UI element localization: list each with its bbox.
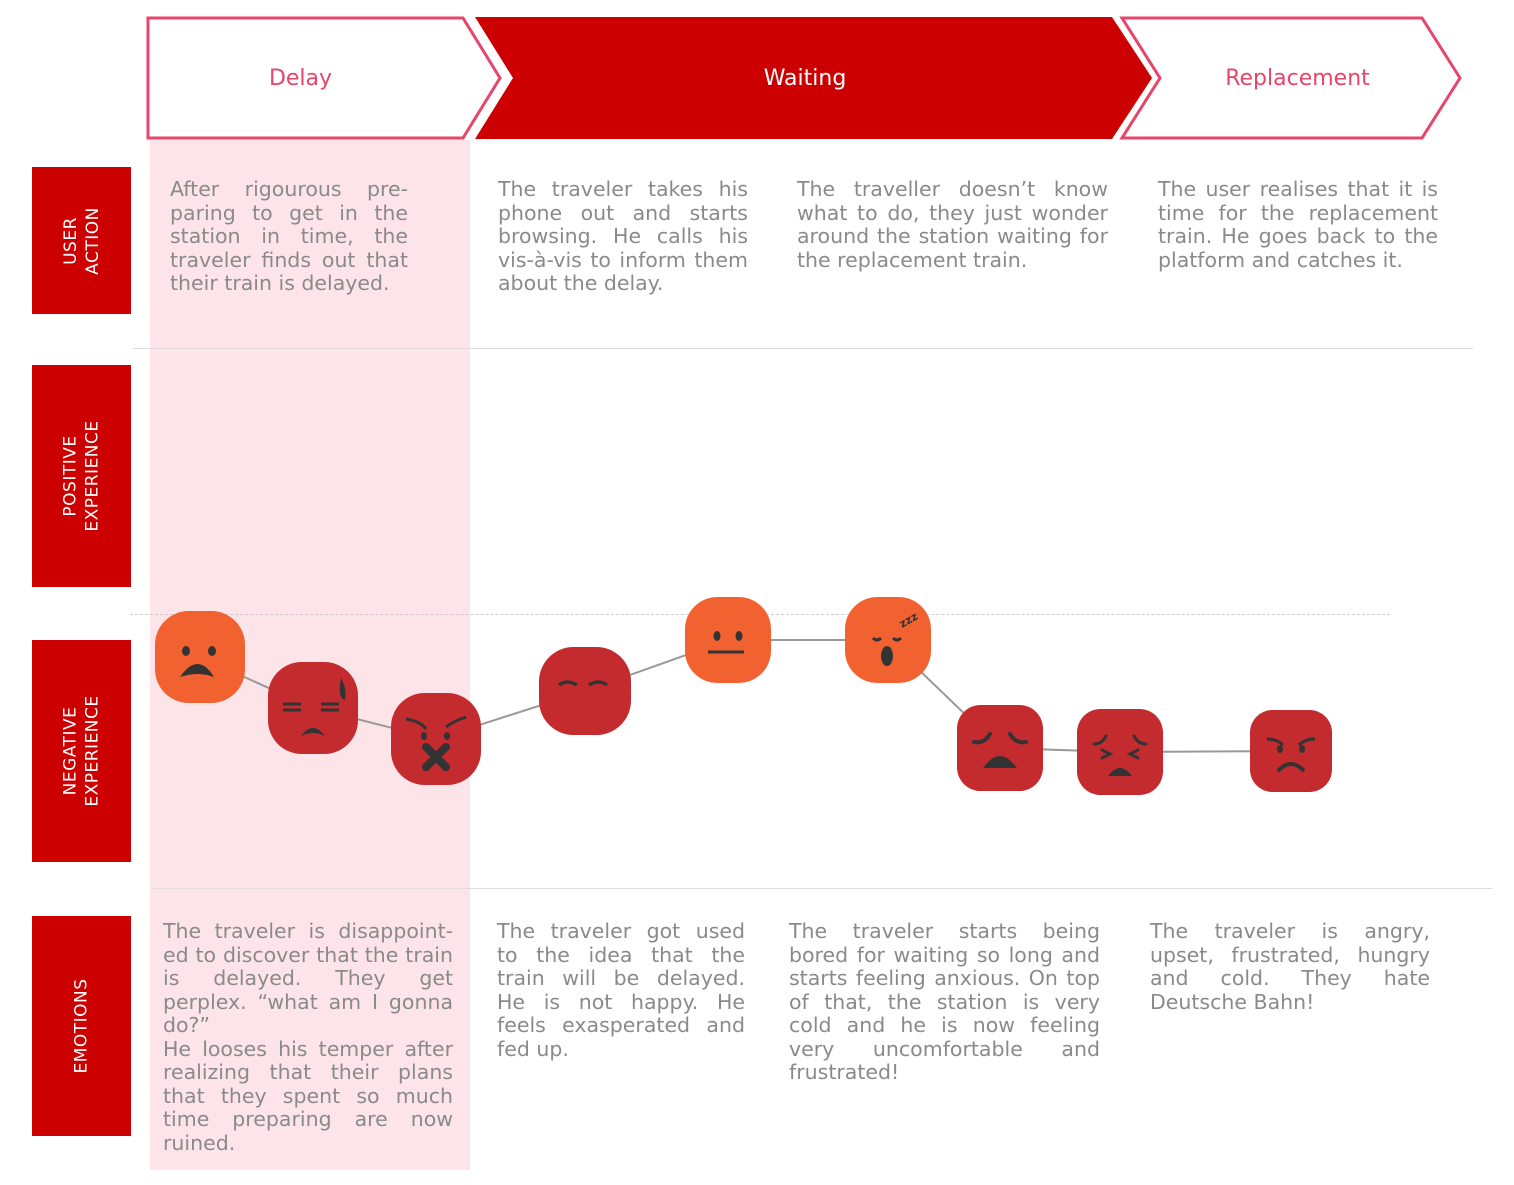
emotion-waiting-2: The traveler starts being bored for wait… xyxy=(789,919,1100,1084)
sleepy-face-icon: zzz xyxy=(845,597,931,683)
divider xyxy=(133,348,1473,349)
phase-arrow-waiting xyxy=(475,17,1152,139)
phase-replacement: Replacement xyxy=(1225,65,1370,91)
user-action-waiting-1: The traveler takes his phone out and sta… xyxy=(498,177,748,295)
phase-delay: Delay xyxy=(268,65,333,91)
row-label-user-action: USER ACTION xyxy=(32,167,131,314)
emotion-waiting-1: The traveler got used to the idea that t… xyxy=(497,919,745,1061)
persevering-face-icon xyxy=(1077,709,1163,795)
user-action-delay: After rigourous pre-paring to get in the… xyxy=(170,177,408,295)
user-action-waiting-2: The traveller doesn’t know what to do, t… xyxy=(797,177,1108,272)
fearful-face-icon xyxy=(155,611,245,703)
row-label-text: EMOTIONS xyxy=(71,978,92,1074)
user-action-replacement: The user realises that it is time for th… xyxy=(1158,177,1438,272)
phase-arrows xyxy=(146,16,1462,140)
weary-face-icon xyxy=(957,705,1043,791)
emotion-replacement: The traveler is angry, upset, frustrated… xyxy=(1150,919,1430,1014)
phase-arrow-replacement xyxy=(1119,16,1462,140)
emotion-curve: zzz xyxy=(155,597,1332,795)
row-label-positive: POSITIVE EXPERIENCE xyxy=(32,365,131,587)
phase-waiting: Waiting xyxy=(763,65,847,91)
unamused-face-icon xyxy=(539,647,631,735)
angry-face-icon xyxy=(1250,710,1332,792)
row-label-emotions: EMOTIONS xyxy=(32,916,131,1136)
sweat-face-icon xyxy=(268,662,358,754)
silenced-angry-face-icon xyxy=(391,693,481,785)
divider xyxy=(152,888,1492,889)
neutral-face-icon xyxy=(685,597,771,683)
emotion-delay: The traveler is disappoint-ed to discove… xyxy=(163,919,453,1155)
phase-arrow-delay xyxy=(146,16,502,140)
row-label-negative: NEGATIVE EXPERIENCE xyxy=(32,640,131,862)
